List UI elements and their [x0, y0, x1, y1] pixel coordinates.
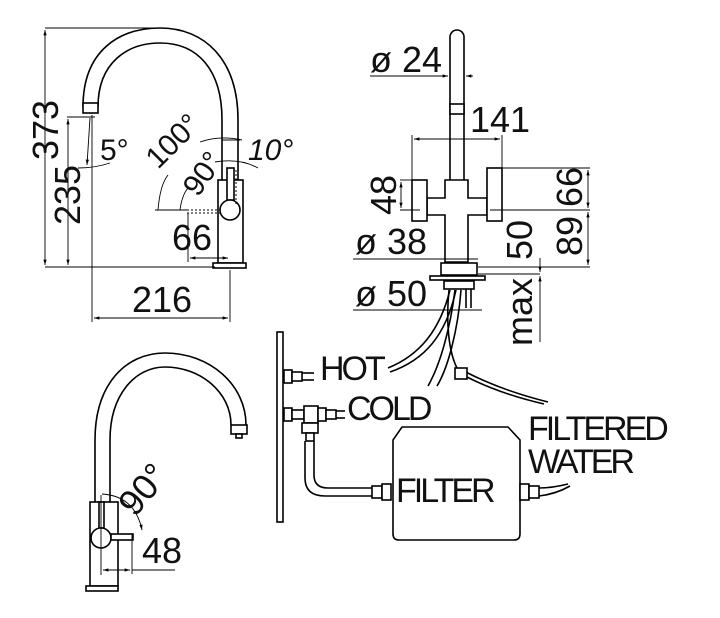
lever-knob	[219, 199, 241, 221]
right-handle	[486, 167, 503, 222]
rotated-lever-length-label: 48	[142, 530, 182, 571]
handle-span-label: 141	[470, 99, 530, 140]
front-view: ø 24 141 48 ø 38 ø 50 50 max 66 89	[353, 29, 590, 346]
spout-inner	[97, 42, 223, 180]
deck-max-label: max	[499, 278, 540, 346]
filtered-water-label-line1: FILTERED	[528, 410, 667, 448]
rotated-view: 90° 48	[85, 352, 248, 592]
wall	[276, 331, 284, 523]
spout-angle-label: 5°	[100, 134, 129, 167]
base	[85, 585, 119, 592]
lower-height-label: 89	[549, 216, 590, 256]
cold-label: COLD	[347, 390, 431, 428]
height-spout-label: 235	[47, 165, 88, 225]
deck-thickness-label: 50	[499, 220, 540, 260]
installation-diagram: HOT COLD FILTER FILTERED WATER	[276, 289, 670, 541]
lever-offset-label: 66	[172, 217, 212, 258]
lever-back-angle-label: 10°	[248, 134, 293, 167]
reach-label: 216	[132, 279, 192, 320]
left-handle	[411, 179, 428, 222]
filtered-water-label-line2: WATER	[528, 443, 633, 481]
lever	[110, 533, 134, 541]
body-cross	[426, 179, 488, 263]
upper-height-label: 66	[549, 167, 590, 207]
filter-label: FILTER	[396, 472, 494, 510]
rotated-lever-angle-label: 90°	[110, 455, 176, 523]
base	[212, 262, 247, 269]
aerator	[82, 102, 99, 114]
base-plate	[440, 262, 478, 276]
hole-diameter-label: ø 50	[355, 273, 427, 314]
hot-label: HOT	[320, 350, 385, 388]
height-total-label: 373	[25, 100, 66, 160]
spout-diameter-label: ø 24	[370, 39, 442, 80]
lever	[226, 167, 235, 201]
spout-outer	[82, 27, 239, 180]
handle-height-label: 48	[363, 175, 404, 215]
filter-cartridge	[392, 426, 521, 541]
body-diameter-label: ø 38	[355, 221, 427, 262]
side-view: 373 235 216 5° 100° 10° 90° 66	[25, 27, 293, 322]
